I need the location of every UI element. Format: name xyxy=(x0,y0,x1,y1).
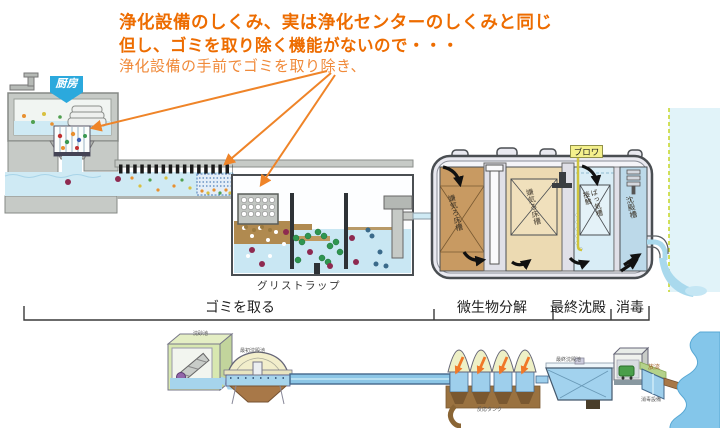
plant-final-sedimentation-label: 最終沈殿池 xyxy=(556,357,582,363)
baffle xyxy=(290,193,294,269)
plant-disinfection-label: 消毒設備 xyxy=(641,397,662,403)
reaction-tanks xyxy=(447,349,537,404)
scum-bubbles xyxy=(242,226,286,258)
blower-tube xyxy=(576,158,583,252)
annotation-arrows xyxy=(89,70,336,187)
header-line-2: 但し、ゴミを取り除く機能がないので・・・ xyxy=(119,37,459,55)
trap-particles xyxy=(249,227,389,269)
plant-grit-chamber-label: 沈砂池 xyxy=(193,331,209,337)
outlet-cap xyxy=(383,195,413,210)
sink-debris xyxy=(22,112,62,126)
drain-channel xyxy=(4,159,414,196)
header-line-3: 浄化設備の手前でゴミを取り除き、 xyxy=(119,58,366,75)
stage-label-final-settling: 最終沈殿 xyxy=(550,299,606,315)
plant-discharge-label: 放流 xyxy=(648,365,661,371)
channel-water xyxy=(5,172,233,196)
stacked-plates xyxy=(67,105,107,127)
plant-reaction-tank-label: 反応タンク xyxy=(477,407,503,413)
drain-basket-debris xyxy=(57,131,87,150)
disinfection-machine xyxy=(618,365,635,377)
effluent-waterfall xyxy=(659,258,696,297)
flow-arrows xyxy=(442,164,642,273)
coil-icon xyxy=(626,169,641,195)
stage-label-garbage: ゴミを取る xyxy=(205,299,275,315)
septic-tank xyxy=(430,147,707,297)
outlet-pipe xyxy=(391,208,404,259)
channel-cover xyxy=(114,159,414,168)
plant-primary-sedimentation-label: 最初沈殿池 xyxy=(240,348,266,354)
stage-label-microbe: 微生物分解 xyxy=(457,299,527,315)
scum-layer xyxy=(234,221,290,244)
pipe-to-septic xyxy=(412,212,433,220)
river-band xyxy=(668,108,720,292)
river xyxy=(669,331,720,428)
faucet-icon xyxy=(9,84,35,91)
stage-bracket xyxy=(23,306,650,321)
screen-trapped-debris xyxy=(200,188,232,195)
header-line-1: 浄化設備のしくみ、実は浄化センターのしくみと同じ xyxy=(119,12,553,32)
stage-label-disinfect: 消毒 xyxy=(616,299,644,315)
effluent-pipe xyxy=(647,239,668,260)
baffle xyxy=(344,193,348,269)
treatment-plant xyxy=(166,331,720,428)
blower-tag: ブロワ xyxy=(570,145,603,158)
grease-trap-label: グリストラップ xyxy=(257,280,341,292)
grease-trap xyxy=(231,174,433,276)
